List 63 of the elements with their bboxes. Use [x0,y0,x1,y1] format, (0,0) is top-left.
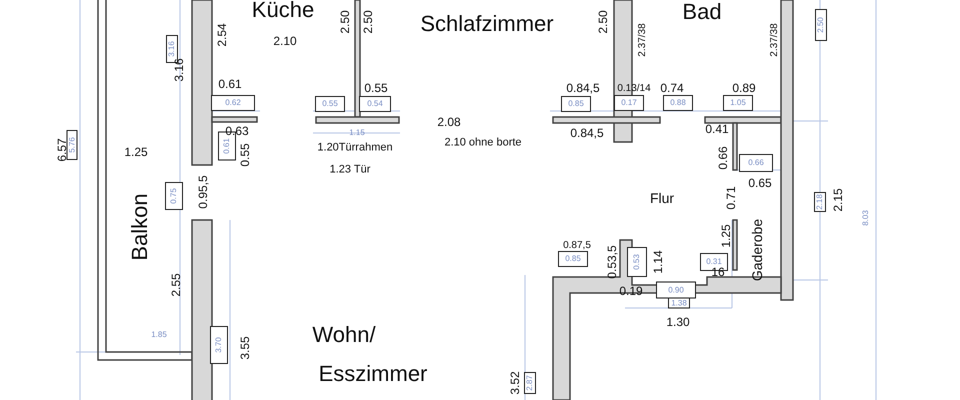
dimension-value: 0.84,5 [570,127,604,139]
dimension-value: 0.84,5 [566,82,600,94]
dimension-value: 1.14 [652,250,664,274]
measurement-box: 0.17 [614,95,644,111]
room-name: Balkon [129,193,151,261]
dimension-value: 1.30 [666,316,690,328]
dimension-value: 0.41 [705,123,729,135]
measurement-box: 2.50 [815,9,827,41]
measurement-box: 0.90 [656,282,696,298]
measurement-box: 0.88 [663,95,693,111]
dimension-value: 3.55 [239,336,251,360]
dimension-value: 2.37/38 [770,23,780,57]
room-name: Gaderobe [750,218,764,282]
room-name: Schlafzimmer [420,13,554,35]
measurement-box: 2.18 [814,192,826,212]
dimension-value: 0.71 [725,186,737,210]
dimension-value: 2.37/38 [638,23,648,57]
dimension-value: 2.08 [437,116,461,128]
dimension-value: 0.66 [717,146,729,170]
dimension-value: 2.54 [216,23,228,47]
dimension-value: 2.55 [170,273,182,297]
measurement-box: 0.62 [211,95,255,111]
dimension-value: 0.89 [732,82,756,94]
dimension-value: 0.74 [660,82,684,94]
dimension-value: 0.65 [748,177,772,189]
dimension-value: 6.57 [56,138,68,162]
dimension-value: 0.95,5 [197,175,209,209]
dimension-value: 8.03 [862,210,870,226]
room-name: Wohn/ [312,324,376,346]
measurement-box: 0.75 [165,182,183,210]
measurement-box: 1.38 [668,298,690,308]
measurement-box: 0.54 [359,96,391,112]
measurement-box: 2.87 [524,372,536,394]
room-name: Bad [682,1,722,23]
room-name: Esszimmer [318,363,428,385]
dimension-value: 2.10 [273,35,297,47]
measurement-box: 5.76 [66,130,78,160]
dimension-value: 3.52 [509,371,521,395]
measurement-box: 3.70 [210,326,228,364]
dimension-value: 1.25 [124,146,148,158]
measurement-box: 0.53 [627,247,647,277]
dimension-value: 2.50 [597,10,609,34]
dimension-value: 1.85 [151,331,167,339]
dimension-value: 1.23 Tür [330,164,370,176]
dimension-value: 0.61 [218,78,242,90]
dimension-value: 2.50 [362,10,374,34]
dimension-value: 1.20Türrahmen [317,142,393,154]
room-name: Küche [252,0,314,21]
measurement-box: 0.85 [558,251,588,267]
dimension-value: 2.50 [339,10,351,34]
dimension-value: 0.55 [239,143,251,167]
room-name: Flur [650,191,674,205]
dimension-value: 0.53,5 [606,245,618,279]
measurement-box: 0.66 [739,154,773,172]
dimension-value: 0.87,5 [563,241,591,251]
dimension-value: 1.15 [349,129,365,137]
dimension-value: 2.10 ohne borte [444,138,522,148]
measurement-box: 0.55 [315,96,345,112]
dimension-value: 2.15 [832,188,844,212]
measurement-box: 0.85 [561,96,591,112]
measurement-box: 1.05 [723,95,753,111]
dimension-value: 1.25 [720,224,732,248]
dimension-value: 0.55 [364,82,388,94]
